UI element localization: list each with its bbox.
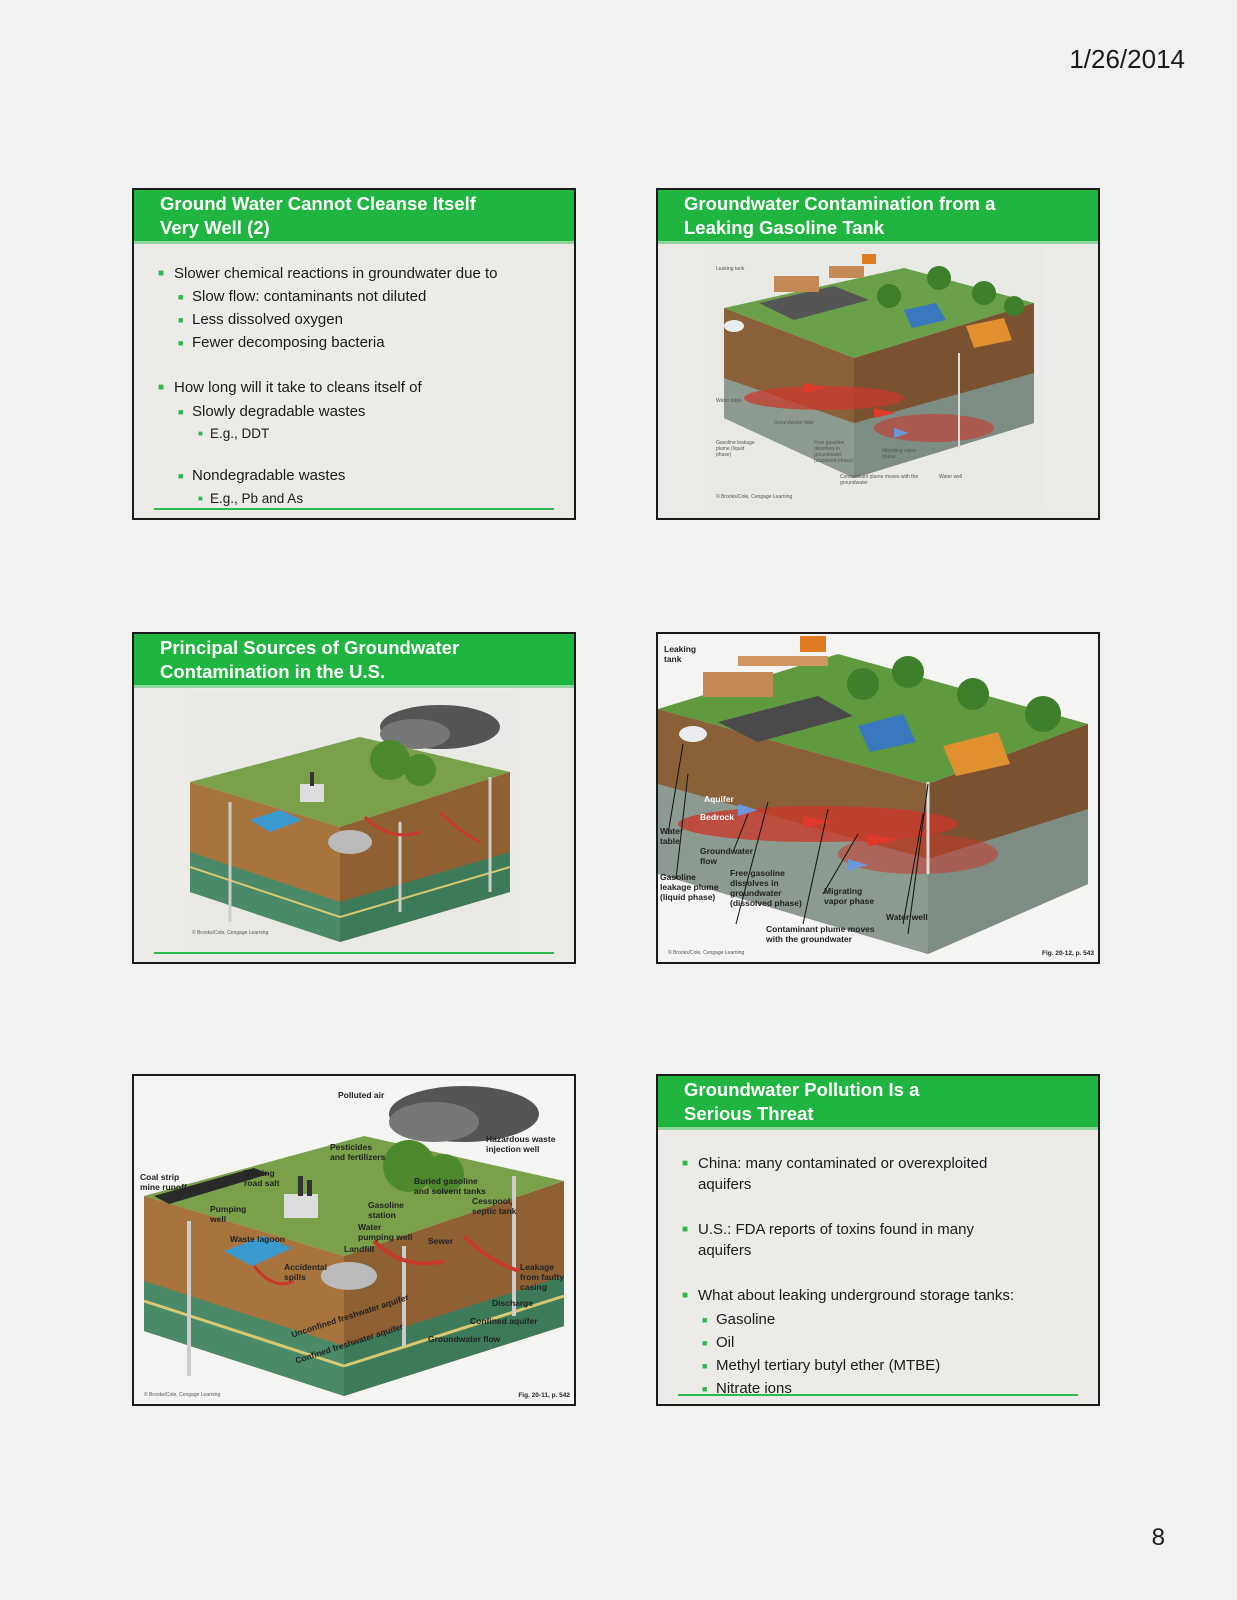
bullet-item: ■Slow flow: contaminants not diluted — [178, 288, 427, 305]
slide-header: Groundwater Contamination from a Leaking… — [658, 190, 1098, 244]
bullet-item: ■Nitrate ions — [702, 1380, 792, 1397]
slide-ground-water-cleanse: Ground Water Cannot Cleanse Itself Very … — [132, 188, 576, 520]
label-groundwater-flow: Groundwater flow — [700, 846, 753, 866]
label-groundwater-flow: Groundwater flow — [428, 1334, 501, 1344]
bullet-item-continuation: aquifers — [698, 1242, 752, 1259]
label-contaminant-plume: Contaminant plume moves with the groundw… — [840, 474, 919, 486]
bottom-rule — [154, 508, 554, 510]
bullet-item: ■E.g., DDT — [198, 426, 270, 441]
label-polluted-air: Polluted air — [338, 1090, 385, 1100]
bullet-item: ■Less dissolved oxygen — [178, 311, 343, 328]
gasoline-tank-detail-illustration — [658, 636, 1088, 954]
contamination-sources-diagram — [189, 692, 518, 946]
label-landfill: Landfill — [344, 1244, 375, 1254]
bullet-item: ■Slowly degradable wastes — [178, 403, 366, 420]
slide-title: Ground Water Cannot Cleanse Itself Very … — [160, 193, 476, 238]
image-credit: © Brooks/Cole, Cengage Learning — [144, 1392, 221, 1398]
bottom-rule — [678, 1394, 1078, 1396]
label-water-table: Water table — [660, 826, 684, 846]
bullet-item: ■Gasoline — [702, 1311, 776, 1328]
gasoline-tank-diagram: Leaking tank Water table Gasoline leakag… — [704, 248, 1044, 506]
bullet-item: ■Methyl tertiary butyl ether (MTBE) — [702, 1357, 941, 1374]
bullet-item: ■What about leaking underground storage … — [682, 1287, 1015, 1304]
bullet-item: ■Oil — [702, 1334, 735, 1351]
label-water-table: Water table — [716, 398, 742, 404]
label-discharge: Discharge — [492, 1298, 534, 1308]
bullet-item: ■Slower chemical reactions in groundwate… — [158, 265, 498, 282]
label-leaking-tank: Leaking tank — [664, 644, 697, 664]
image-credit: © Brooks/Cole, Cengage Learning — [716, 494, 793, 500]
label-waste-lagoon: Waste lagoon — [230, 1234, 285, 1244]
bullet-item: ■China: many contaminated or overexploit… — [682, 1155, 988, 1172]
label-migrating-vapor: Migrating vapor phase — [824, 886, 875, 906]
label-gasoline-station: Gasoline station — [368, 1200, 404, 1220]
slide-header: Principal Sources of Groundwater Contami… — [134, 634, 574, 688]
slide-header: Ground Water Cannot Cleanse Itself Very … — [134, 190, 574, 244]
label-water-pumping-well: Water pumping well — [358, 1222, 413, 1242]
bullet-item: ■E.g., Pb and As — [198, 491, 304, 506]
slide-title: Groundwater Pollution Is a Serious Threa… — [684, 1079, 920, 1124]
image-credit: © Brooks/Cole, Cengage Learning — [192, 930, 269, 936]
page-date: 1/26/2014 — [1069, 44, 1185, 74]
label-pesticides: Pesticides and fertilizers — [330, 1142, 386, 1162]
bottom-rule — [154, 952, 554, 954]
slide-title: Principal Sources of Groundwater Contami… — [160, 637, 460, 682]
slide-gasoline-tank-detail: Leaking tank Aquifer Bedrock Water table… — [656, 632, 1100, 964]
bullet-item-continuation: aquifers — [698, 1176, 752, 1193]
slide-groundwater-pollution-threat: Groundwater Pollution Is a Serious Threa… — [656, 1074, 1100, 1406]
contamination-sources-illustration — [189, 705, 511, 942]
bullet-item: ■Fewer decomposing bacteria — [178, 334, 385, 351]
slide-principal-sources: Principal Sources of Groundwater Contami… — [132, 632, 576, 964]
slide-leaking-gasoline-tank: Groundwater Contamination from a Leaking… — [656, 188, 1100, 520]
bullet-item: ■U.S.: FDA reports of toxins found in ma… — [682, 1221, 974, 1238]
gasoline-tank-illustration — [724, 254, 1034, 478]
label-gasoline-plume: Gasoline leakage plume (liquid phase) — [660, 872, 719, 902]
slide-contamination-sources-detail: Polluted air Hazardous waste injection w… — [132, 1074, 576, 1406]
figure-reference: Fig. 20-11, p. 542 — [518, 1392, 570, 1399]
label-bedrock: Bedrock — [700, 812, 735, 822]
label-pumping-well: Pumping well — [210, 1204, 247, 1224]
label-leakage: Leakage from faulty casing — [520, 1262, 564, 1292]
label-groundwater-flow: Groundwater flow — [774, 420, 814, 426]
slide-header: Groundwater Pollution Is a Serious Threa… — [658, 1076, 1098, 1130]
contamination-sources-detail-illustration — [143, 1086, 565, 1396]
label-contaminant-plume: Contaminant plume moves with the groundw… — [766, 924, 875, 944]
page-number: 8 — [1151, 1524, 1165, 1551]
label-coal-strip: Coal strip mine runoff — [140, 1172, 187, 1192]
image-credit: © Brooks/Cole, Cengage Learning — [668, 950, 745, 956]
label-free-gasoline: Free gasoline dissolves in groundwater (… — [730, 868, 802, 908]
slide-title: Groundwater Contamination from a Leaking… — [684, 193, 996, 238]
label-deicing: Deicing road salt — [244, 1168, 280, 1188]
label-cesspool: Cesspool, septic tank — [472, 1196, 517, 1216]
label-leaking-tank: Leaking tank — [716, 266, 745, 272]
label-accidental-spills: Accidental spills — [284, 1262, 327, 1282]
label-hazardous-waste: Hazardous waste injection well — [486, 1134, 556, 1154]
label-gasoline-plume: Gasoline leakage plume (liquid phase) — [716, 440, 755, 458]
bullet-item: ■Nondegradable wastes — [178, 467, 346, 484]
label-water-well: Water well — [939, 474, 963, 480]
label-aquifer: Aquifer — [704, 794, 734, 804]
label-water-well: Water well — [886, 912, 928, 922]
label-free-gasoline: Free gasoline dissolves in groundwater (… — [814, 440, 854, 464]
bullet-item: ■How long will it take to cleans itself … — [158, 379, 422, 396]
label-confined-aquifer: Confined aquifer — [470, 1316, 538, 1326]
label-migrating-vapor: Migrating vapor phase — [882, 448, 917, 460]
label-sewer: Sewer — [428, 1236, 454, 1246]
label-buried-gasoline: Buried gasoline and solvent tanks — [414, 1176, 486, 1196]
figure-reference: Fig. 20-12, p. 543 — [1041, 950, 1094, 957]
